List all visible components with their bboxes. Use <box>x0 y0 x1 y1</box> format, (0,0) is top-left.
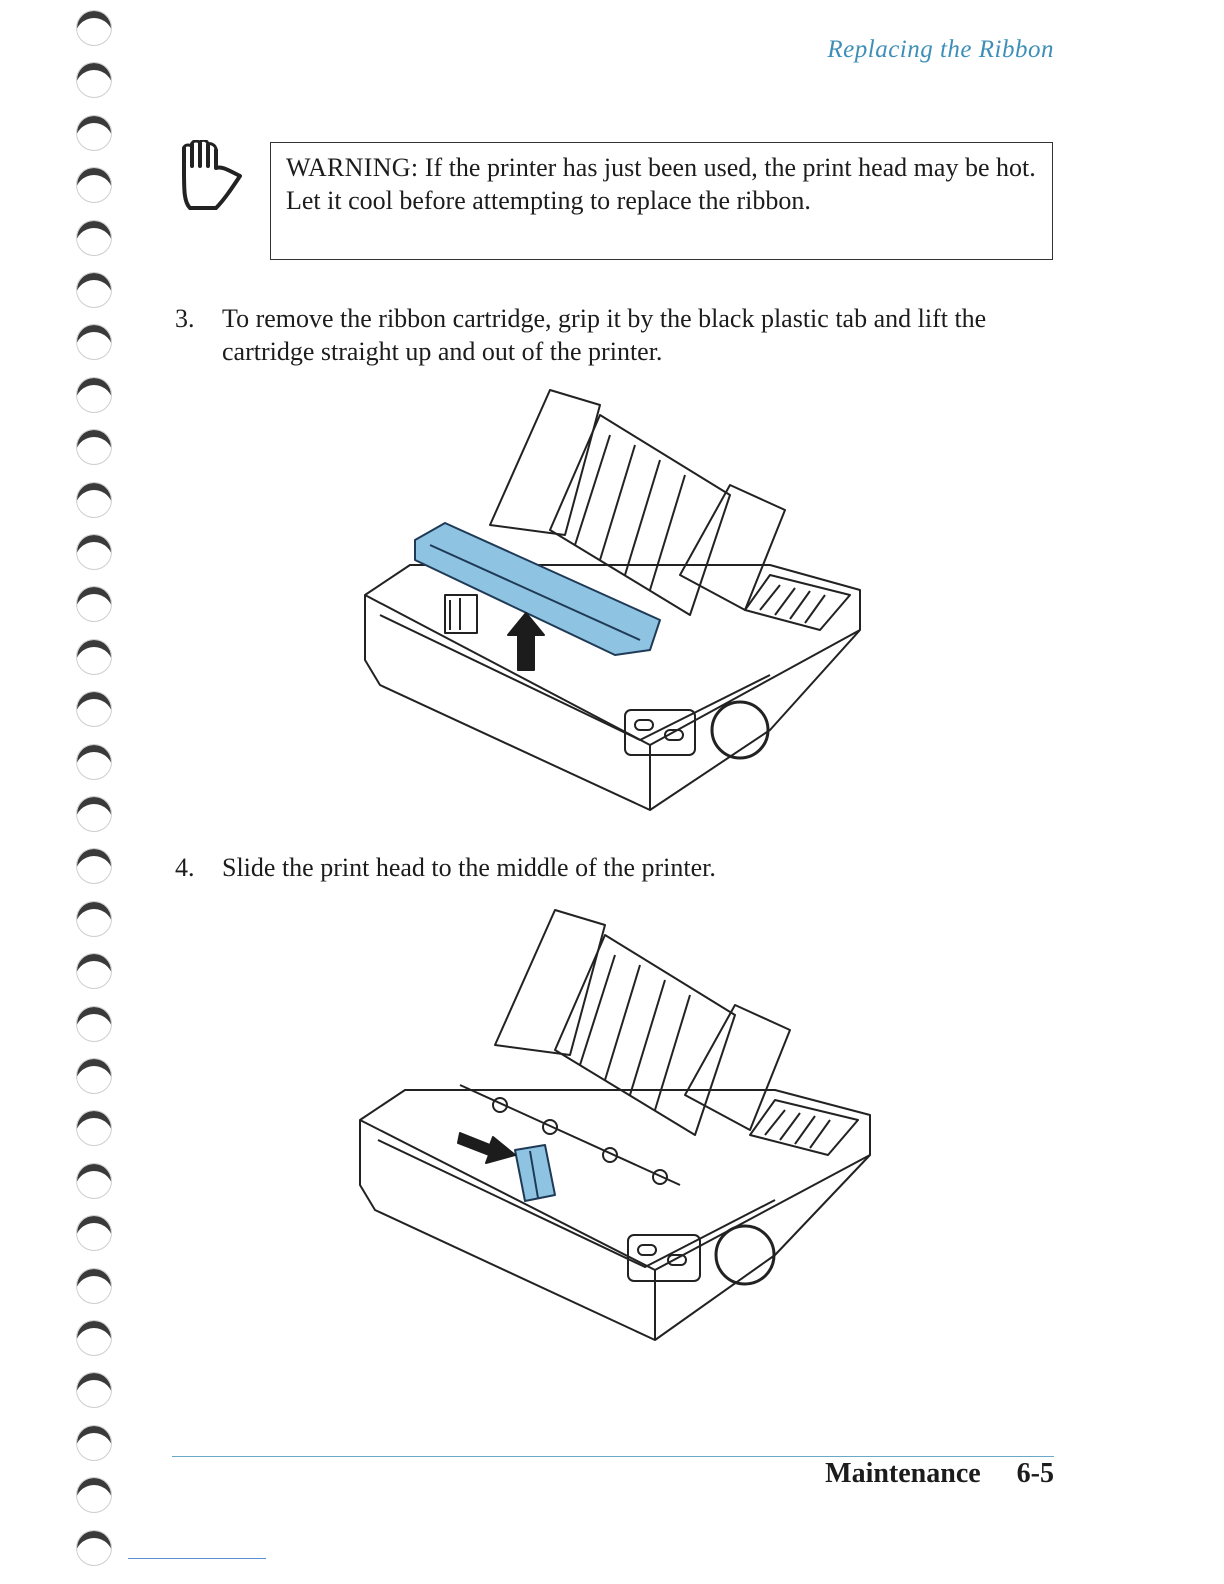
page-footer: Maintenance 6-5 <box>825 1458 1054 1490</box>
warning-box: WARNING: If the printer has just been us… <box>270 142 1053 260</box>
binding-hole <box>76 10 112 46</box>
binding-hole <box>76 1320 112 1356</box>
binding-hole <box>76 1005 112 1042</box>
step-text: Slide the print head to the middle of th… <box>222 853 716 882</box>
spiral-binding <box>76 10 116 1584</box>
running-header: Replacing the Ribbon <box>827 36 1054 63</box>
binding-hole <box>76 1424 112 1461</box>
binding-hole <box>76 1215 112 1252</box>
binding-hole <box>76 272 112 308</box>
warning-label: WARNING: <box>286 153 419 182</box>
binding-hole <box>76 1110 112 1147</box>
binding-hole <box>76 219 112 256</box>
hand-warning-icon <box>182 140 242 210</box>
binding-hole <box>76 1529 112 1566</box>
binding-hole <box>76 1058 112 1094</box>
binding-hole <box>76 534 112 570</box>
binding-hole <box>76 481 112 518</box>
printer-print-head-slide-illustration <box>359 909 871 1341</box>
binding-hole <box>76 429 112 466</box>
binding-hole <box>76 1477 112 1514</box>
binding-hole <box>76 324 112 361</box>
binding-hole <box>76 376 112 413</box>
binding-hole <box>76 638 112 675</box>
binding-hole <box>76 586 112 623</box>
binding-hole <box>76 848 112 885</box>
footer-rule <box>172 1456 1054 1457</box>
binding-hole <box>76 167 112 204</box>
binding-hole <box>76 953 112 990</box>
warning-text: If the printer has just been used, the p… <box>286 153 1036 215</box>
binding-hole <box>76 1372 112 1409</box>
bottom-edge-rule <box>128 1558 266 1559</box>
binding-hole <box>76 1267 112 1304</box>
footer-section: Maintenance <box>825 1458 981 1489</box>
step-number: 4. <box>175 853 195 882</box>
binding-hole <box>76 900 112 937</box>
binding-hole <box>76 743 112 780</box>
binding-hole <box>76 114 112 151</box>
step-text: To remove the ribbon cartridge, grip it … <box>222 304 987 366</box>
binding-hole <box>76 1162 112 1199</box>
binding-hole <box>76 62 112 99</box>
step-number: 3. <box>175 304 195 333</box>
page-number: 6-5 <box>1016 1458 1054 1489</box>
binding-hole <box>76 796 112 832</box>
binding-hole <box>76 691 112 728</box>
printer-ribbon-removal-illustration <box>364 389 861 811</box>
